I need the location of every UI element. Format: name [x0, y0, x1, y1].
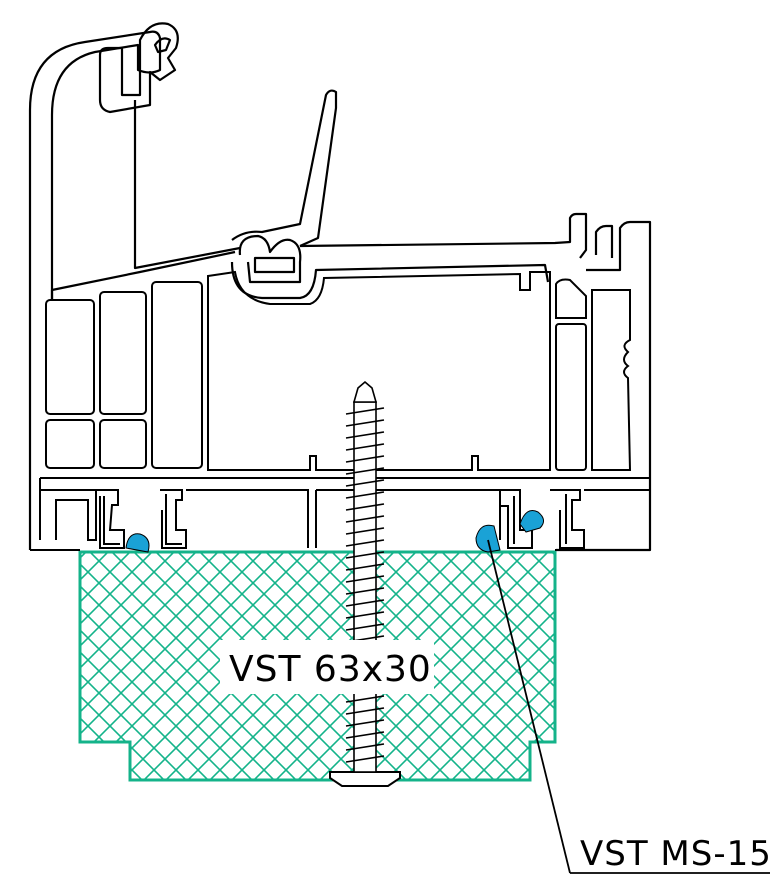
frame-outer-left [28, 30, 162, 550]
screw-head [329, 771, 401, 787]
frame-right-post-inner [594, 224, 614, 258]
block-label-bg [220, 640, 434, 694]
frame-chambers [39, 270, 650, 541]
leader-line [487, 539, 571, 874]
flange-left-inner [103, 494, 182, 545]
support-block-outline [78, 550, 557, 782]
chamber-l2-mid [99, 419, 147, 469]
chamber-l1-top [45, 299, 95, 415]
window-frame-profile [28, 22, 652, 552]
sealant-bead-left [125, 533, 150, 553]
frame-sloped-wall [133, 100, 241, 270]
frame-inner-wall [50, 250, 236, 300]
glazing-flap [231, 89, 338, 248]
bottom-flange [30, 489, 650, 551]
screw-tip [352, 380, 378, 403]
frame-top-notch [153, 37, 172, 54]
gasket-clip [238, 234, 302, 284]
frame-top-chamber-lower [230, 261, 550, 300]
chamber-r1 [555, 278, 587, 319]
block-label: VST 63x30 [229, 649, 432, 690]
chamber-l2-top [99, 291, 147, 415]
flange-mid [186, 489, 501, 548]
sealant-beads [125, 510, 544, 553]
flange-right-slot-1 [500, 489, 533, 549]
chamber-central [207, 270, 551, 471]
sealant-label: VST MS-15 [580, 834, 772, 874]
chamber-l1-mid [45, 419, 95, 469]
flange-left-slot-2 [160, 489, 187, 549]
chamber-bottom [39, 477, 650, 541]
chamber-r3 [591, 289, 632, 471]
sealant-leader: VST MS-15 [487, 539, 772, 874]
chamber-r2 [555, 323, 587, 471]
block-label-group: VST 63x30 [220, 640, 434, 694]
chamber-l3 [151, 281, 203, 469]
sealant-bead-right-1 [475, 524, 501, 553]
gasket-clip-inner [253, 256, 296, 274]
flange-left-slot-1 [96, 489, 125, 549]
frame-top-hook [98, 22, 179, 114]
frame-top-chamber [299, 212, 588, 259]
flange-right-inner [513, 489, 650, 544]
frame-right-post [556, 220, 652, 552]
sealant-bead-right-2 [519, 510, 544, 533]
flange-right-slot-2 [550, 489, 585, 549]
